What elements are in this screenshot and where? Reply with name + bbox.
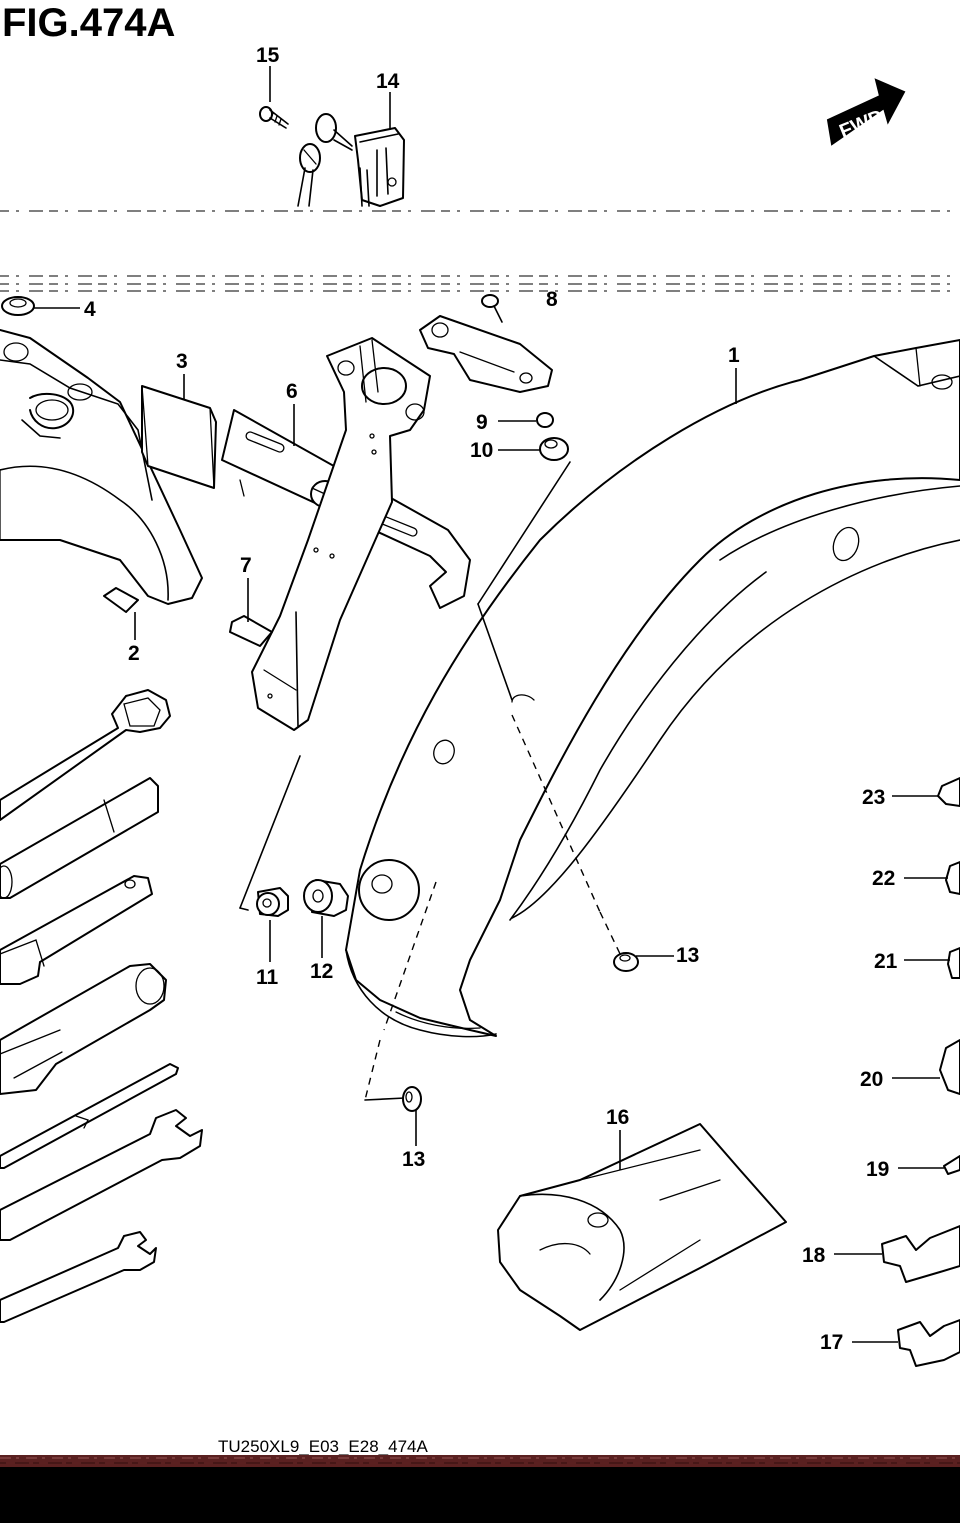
- label-plate-part-3: [141, 385, 217, 489]
- callout-labels: 15 14 4 8 3 6 1 9 10 7 2 23 22 13 21 11 …: [84, 44, 898, 1354]
- tool-tube: [0, 777, 159, 899]
- figure-title: FIG.474A: [2, 1, 175, 45]
- pad-part-2: [103, 587, 139, 613]
- leader-lines: [34, 66, 950, 1343]
- tool-part-17: [897, 1319, 960, 1367]
- diagram-code: TU250XL9_E03_E28_474A: [218, 1437, 428, 1456]
- tool-spanner-small: [0, 1231, 157, 1323]
- callout-6: 6: [286, 380, 298, 403]
- rear-fender-part-1: [345, 339, 960, 1038]
- callout-12: 12: [310, 960, 333, 983]
- callout-21: 21: [874, 950, 898, 973]
- callout-14: 14: [376, 70, 400, 93]
- upper-bracket-part-8: [419, 294, 553, 393]
- callout-11: 11: [256, 966, 279, 989]
- callout-22: 22: [872, 867, 895, 890]
- screw-part-15: [259, 106, 289, 129]
- tool-spanner-large: [0, 1109, 203, 1241]
- callout-16: 16: [606, 1106, 629, 1129]
- callout-2: 2: [128, 642, 140, 665]
- scan-noise: [0, 210, 960, 292]
- tool-box-wrench: [0, 689, 171, 821]
- tool-screwdriver-handle: [0, 963, 167, 1095]
- callout-10: 10: [470, 439, 493, 462]
- rear-support-part: [251, 337, 431, 731]
- front-fender-part: [0, 296, 203, 605]
- callout-1: 1: [728, 344, 740, 367]
- tool-part-23: [937, 777, 960, 807]
- tool-part-21: [947, 947, 960, 979]
- callout-15: 15: [256, 44, 280, 67]
- fwd-arrow: FWD: [826, 78, 906, 146]
- callout-17: 17: [820, 1331, 843, 1354]
- grommet-part-10: [539, 437, 569, 461]
- callout-20: 20: [860, 1068, 883, 1091]
- callout-19: 19: [866, 1158, 889, 1181]
- tool-bag-part-16: [497, 1123, 787, 1331]
- nut-part-13-a: [613, 952, 639, 972]
- assembly-lines: [239, 461, 623, 1101]
- callout-13-a: 13: [676, 944, 699, 967]
- nut-part-13-b: [402, 1086, 422, 1112]
- callout-9: 9: [476, 411, 488, 434]
- callout-8: 8: [546, 288, 558, 311]
- pad-part-7: [229, 615, 273, 647]
- tool-part-20: [939, 1039, 960, 1095]
- footer-band: [0, 1455, 960, 1523]
- tool-part-22: [945, 861, 960, 895]
- tool-rod: [0, 875, 153, 985]
- tool-part-19: [943, 1155, 960, 1175]
- collar-part-9: [536, 412, 554, 428]
- callout-7: 7: [240, 554, 252, 577]
- callout-4: 4: [84, 298, 96, 321]
- callout-13-b: 13: [402, 1148, 425, 1171]
- callout-18: 18: [802, 1244, 826, 1267]
- tool-part-18: [881, 1225, 960, 1283]
- tool-screwdriver-blade: [0, 1063, 179, 1169]
- seat-lock-part-14: [297, 113, 405, 207]
- cushion-part-12: [303, 879, 349, 917]
- callout-3: 3: [176, 350, 188, 373]
- callout-23: 23: [862, 786, 885, 809]
- collar-part-11: [256, 887, 289, 917]
